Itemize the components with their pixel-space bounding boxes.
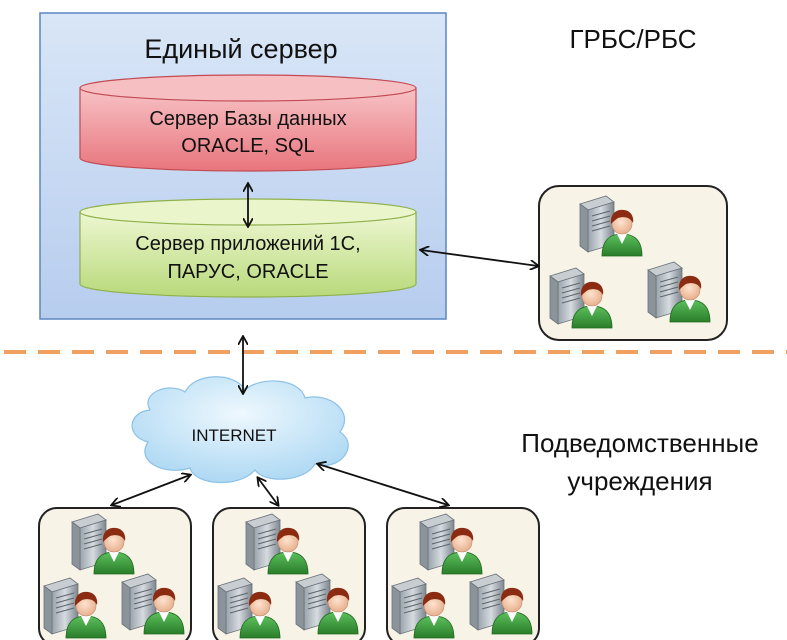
internet-group1-arrow — [112, 475, 190, 505]
internet-group3-arrow — [318, 464, 448, 505]
workstation-user-icon — [295, 573, 359, 635]
unified-server-title: Единый сервер — [144, 34, 337, 64]
app-grbs-arrow — [421, 250, 538, 266]
database-server-label: Сервер Базы данных — [149, 108, 346, 130]
workstation-user-icon — [217, 577, 281, 639]
workstation-user-icon — [43, 577, 107, 639]
internet-group2-arrow — [258, 478, 278, 505]
workstation-user-icon — [121, 573, 185, 635]
workstation-user-icon — [391, 577, 455, 639]
application-server-sublabel: ПАРУС, ORACLE — [167, 261, 328, 283]
workstation-user-icon — [71, 513, 135, 575]
workstation-user-icon — [419, 513, 483, 575]
database-server-sublabel: ORACLE, SQL — [181, 135, 314, 157]
subordinate-label-line2: учреждения — [567, 466, 712, 496]
workstation-user-icon — [549, 267, 613, 329]
cloud-icon — [131, 376, 349, 484]
application-server-label: Сервер приложений 1С, — [135, 233, 360, 255]
grbs-label: ГРБС/РБС — [569, 24, 696, 54]
workstation-user-icon — [245, 513, 309, 575]
workstation-user-icon — [579, 195, 643, 257]
database-cylinder-icon — [79, 74, 417, 172]
internet-label: INTERNET — [192, 426, 277, 445]
workstation-user-icon — [647, 261, 711, 323]
subordinate-label: Подведомственные — [521, 428, 758, 458]
workstation-user-icon — [469, 573, 533, 635]
